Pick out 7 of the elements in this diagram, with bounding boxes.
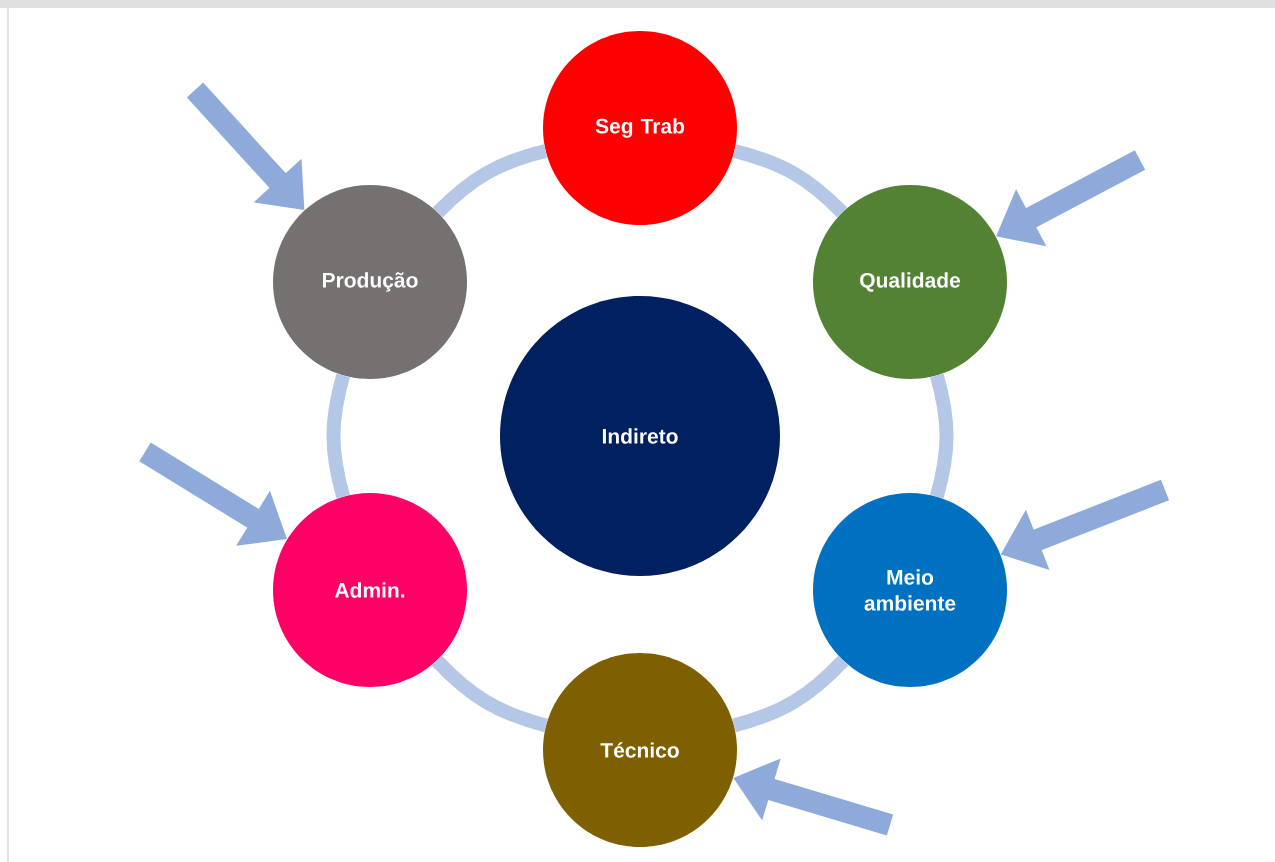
ring-segment [431, 655, 548, 733]
ring-segment [732, 144, 848, 218]
ring-segment [732, 655, 849, 733]
block-arrow [186, 82, 305, 210]
ring-segment [326, 373, 350, 499]
ring-segment [930, 373, 954, 499]
ring-segment [432, 144, 548, 218]
